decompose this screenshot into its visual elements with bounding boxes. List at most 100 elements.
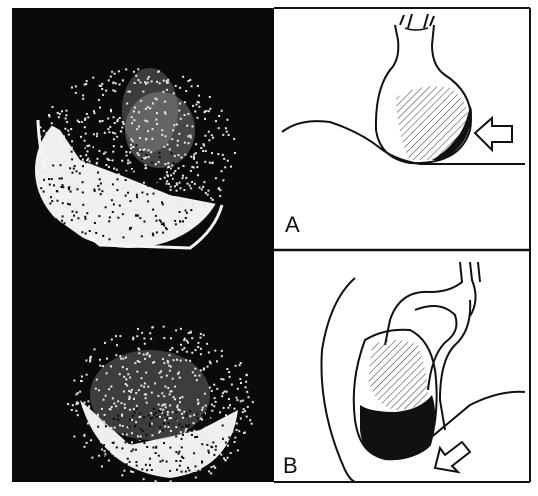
- speckle-dot: [194, 375, 196, 377]
- speckle-dot: [201, 409, 203, 411]
- speckle-dot: [187, 342, 189, 344]
- speckle-dot: [93, 110, 95, 112]
- speckle-dot: [99, 196, 101, 198]
- speckle-dot: [146, 402, 148, 404]
- speckle-dot: [180, 360, 182, 362]
- speckle-dot: [87, 423, 89, 425]
- speckle-dot: [212, 421, 214, 423]
- speckle-dot: [108, 451, 110, 453]
- speckle-dot: [81, 121, 83, 123]
- speckle-dot: [183, 224, 185, 226]
- speckle-dot: [96, 135, 98, 137]
- speckle-dot: [192, 125, 194, 127]
- speckle-dot: [60, 186, 62, 188]
- speckle-dot: [196, 436, 198, 438]
- speckle-dot: [102, 94, 104, 96]
- speckle-dot: [174, 398, 176, 400]
- speckle-dot: [185, 359, 187, 361]
- speckle-dot: [66, 172, 68, 174]
- speckle-dot: [163, 395, 165, 397]
- speckle-dot: [174, 220, 176, 222]
- speckle-dot: [215, 177, 217, 179]
- diagram-a-left-contour: [282, 121, 380, 148]
- speckle-dot: [149, 464, 151, 466]
- speckle-dot: [124, 407, 126, 409]
- speckle-dot: [101, 449, 103, 451]
- speckle-dot: [148, 462, 150, 464]
- speckle-dot: [201, 443, 203, 445]
- speckle-dot: [148, 414, 150, 416]
- speckle-dot: [166, 183, 168, 185]
- speckle-dot: [89, 360, 91, 362]
- speckle-dot: [190, 170, 192, 172]
- speckle-dot: [84, 140, 86, 142]
- speckle-dot: [71, 151, 73, 153]
- speckle-dot: [49, 184, 51, 186]
- speckle-dot: [139, 149, 141, 151]
- speckle-dot: [166, 80, 168, 82]
- speckle-dot: [200, 425, 202, 427]
- speckle-dot: [149, 423, 151, 425]
- speckle-dot: [71, 158, 73, 160]
- speckle-dot: [160, 221, 162, 223]
- speckle-dot: [208, 470, 210, 472]
- speckle-dot: [208, 190, 210, 192]
- speckle-dot: [197, 117, 199, 119]
- speckle-dot: [180, 199, 182, 201]
- speckle-dot: [178, 451, 180, 453]
- speckle-dot: [101, 204, 103, 206]
- speckle-dot: [220, 454, 222, 456]
- speckle-dot: [175, 411, 177, 413]
- speckle-dot: [203, 181, 205, 183]
- speckle-dot: [184, 142, 186, 144]
- speckle-dot: [189, 415, 191, 417]
- speckle-dot: [90, 439, 92, 441]
- speckle-dot: [133, 110, 135, 112]
- speckle-dot: [252, 401, 254, 403]
- speckle-dot: [126, 434, 128, 436]
- speckle-dot: [137, 224, 139, 226]
- speckle-dot: [182, 220, 184, 222]
- speckle-dot: [212, 162, 214, 164]
- speckle-dot: [130, 144, 132, 146]
- speckle-dot: [201, 445, 203, 447]
- speckle-dot: [81, 376, 83, 378]
- speckle-dot: [99, 120, 101, 122]
- speckle-dot: [200, 333, 202, 335]
- speckle-dot: [79, 219, 81, 221]
- speckle-dot: [203, 369, 205, 371]
- speckle-dot: [122, 187, 124, 189]
- speckle-dot: [81, 380, 83, 382]
- speckle-dot: [70, 201, 72, 203]
- speckle-dot: [181, 157, 183, 159]
- speckle-dot: [203, 413, 205, 415]
- speckle-dot: [158, 214, 160, 216]
- speckle-dot: [93, 176, 95, 178]
- speckle-dot: [63, 206, 65, 208]
- speckle-dot: [131, 441, 133, 443]
- speckle-dot: [171, 390, 173, 392]
- speckle-dot: [108, 79, 110, 81]
- speckle-dot: [185, 471, 187, 473]
- speckle-dot: [156, 231, 158, 233]
- speckle-dot: [110, 158, 112, 160]
- speckle-dot: [158, 70, 160, 72]
- speckle-dot: [68, 134, 70, 136]
- speckle-dot: [128, 390, 130, 392]
- speckle-dot: [113, 145, 115, 147]
- speckle-dot: [179, 87, 181, 89]
- speckle-dot: [221, 355, 223, 357]
- speckle-dot: [108, 388, 110, 390]
- speckle-dot: [167, 360, 169, 362]
- speckle-dot: [126, 368, 128, 370]
- speckle-dot: [143, 354, 145, 356]
- speckle-dot: [168, 166, 170, 168]
- speckle-dot: [112, 211, 114, 213]
- speckle-dot: [167, 175, 169, 177]
- speckle-dot: [198, 402, 200, 404]
- speckle-dot: [178, 133, 180, 135]
- speckle-dot: [113, 194, 115, 196]
- speckle-dot: [109, 238, 111, 240]
- speckle-dot: [228, 371, 230, 373]
- speckle-dot: [55, 218, 57, 220]
